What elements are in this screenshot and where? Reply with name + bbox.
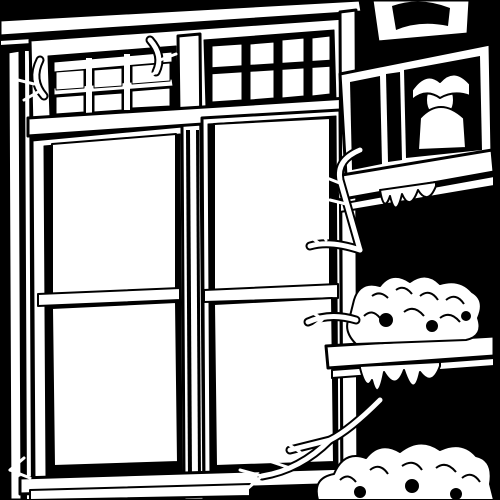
branch-upper-rise <box>336 147 363 253</box>
branch-middle <box>305 314 359 325</box>
branch-upper <box>307 241 363 253</box>
branch-top-left <box>33 57 47 99</box>
glass-pane-right-lower <box>213 297 335 467</box>
transom-window-left <box>47 45 179 119</box>
window-header-beam <box>0 0 364 38</box>
glass-pane-right-upper <box>213 117 331 293</box>
foliage-middle-planter <box>346 275 482 345</box>
foliage <box>315 181 495 500</box>
transom-window-right <box>203 29 337 109</box>
branch-top-center <box>147 37 162 75</box>
window <box>0 0 364 500</box>
balcony-ornament-upper <box>411 73 471 151</box>
hanging-vine-drips <box>359 361 441 392</box>
shelf-upper <box>334 148 496 202</box>
glass-pane-left-lower <box>51 301 179 467</box>
branch-lower-sweep <box>259 437 333 479</box>
glass-pane-left-upper <box>51 133 177 297</box>
foliage-bottom <box>315 442 495 500</box>
window-left-post <box>6 48 24 500</box>
branches <box>8 35 385 492</box>
